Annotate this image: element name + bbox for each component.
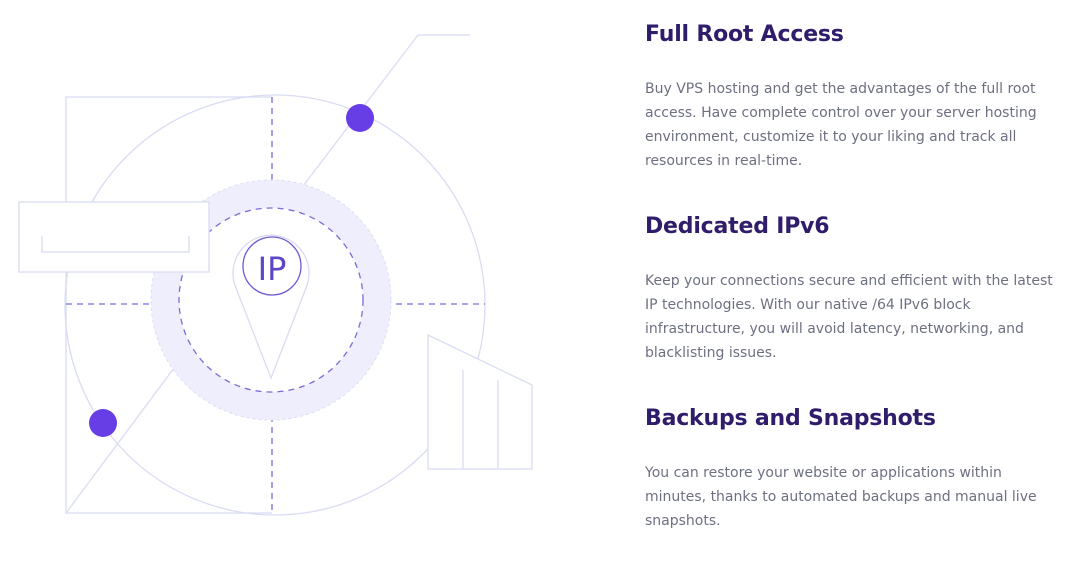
outer-circle [64,94,486,516]
connector-line-top [299,34,470,191]
feature-title: Backups and Snapshots [645,406,936,431]
frame-outline-top [65,96,272,202]
vps-illustration: IP [18,34,533,516]
feature-title: Dedicated IPv6 [645,214,830,239]
ip-label: IP [258,250,287,288]
feature-dedicated-ipv6: Dedicated IPv6 Keep your connections sec… [645,212,1065,365]
feature-description: Keep your connections secure and efficie… [645,273,1053,361]
accent-dot-bottom [89,409,117,437]
feature-description: Buy VPS hosting and get the advantages o… [645,81,1037,169]
feature-backups-snapshots: Backups and Snapshots You can restore yo… [645,404,1065,533]
ip-badge-circle [242,236,302,296]
feature-full-root-access: Full Root Access Buy VPS hosting and get… [645,20,1065,173]
connector-line-bottom [65,359,181,514]
feature-title: Full Root Access [645,22,844,47]
bar-chart-shape [427,333,533,470]
network-graphic: IP [18,34,533,516]
accent-dot-top [346,104,374,132]
feature-description: You can restore your website or applicat… [645,465,1037,529]
server-box [18,201,210,273]
ip-ring-outer-edge [150,179,392,421]
ip-ring [151,180,391,420]
server-box-slot [41,236,190,253]
